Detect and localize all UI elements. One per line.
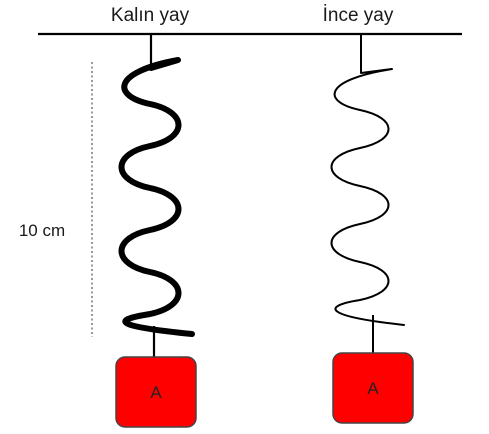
thin-spring-block: [332, 352, 414, 424]
thick-spring-title: Kalın yay: [111, 5, 190, 26]
measurement-label: 10 cm: [19, 221, 65, 240]
thin-spring-block-label: A: [367, 379, 379, 398]
thick-spring-block: [115, 356, 197, 428]
thin-spring-title: İnce yay: [323, 5, 394, 26]
thick-spring-block-label: A: [150, 383, 162, 402]
thin-spring: [330, 34, 405, 353]
thick-spring: [118, 34, 195, 357]
thin-spring-coil: [330, 68, 405, 326]
thick-spring-coil: [118, 57, 195, 337]
